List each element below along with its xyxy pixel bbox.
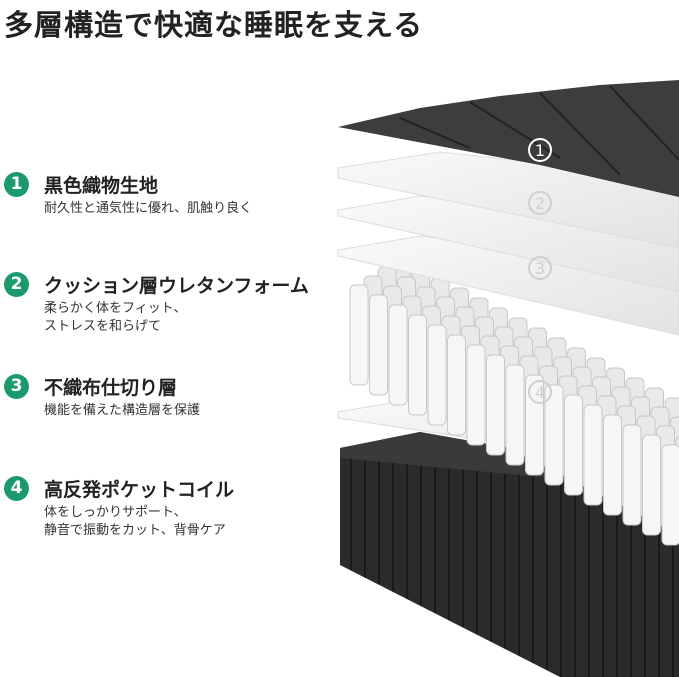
coil — [603, 414, 622, 516]
coil — [369, 294, 388, 396]
feature-title: クッション層ウレタンフォーム — [44, 275, 309, 297]
feature-title: 黒色織物生地 — [44, 175, 159, 197]
feature-title: 不織布仕切り層 — [44, 377, 178, 399]
coil — [564, 394, 583, 496]
feature-description: 機能を備えた構造層を保護 — [44, 403, 201, 418]
svg-text:1: 1 — [535, 141, 545, 160]
number-badge-2: 2 — [4, 272, 29, 297]
coil — [661, 444, 679, 546]
svg-text:4: 4 — [535, 383, 545, 402]
coil — [486, 354, 505, 456]
feature-description: 柔らかく体をフィット、 ストレスを和らげて — [44, 301, 187, 334]
fabric-top-layer — [338, 80, 679, 197]
coil — [583, 404, 603, 506]
svg-text:3: 3 — [535, 259, 545, 278]
coil — [642, 434, 661, 536]
feature-title: 高反発ポケットコイル — [44, 479, 235, 501]
coil — [447, 334, 466, 436]
number-badge-1: 1 — [4, 172, 29, 197]
layer-marker-3: 3 — [528, 256, 552, 280]
layer-marker-4: 4 — [528, 380, 552, 404]
coil — [544, 384, 564, 486]
coil — [622, 424, 642, 526]
coil — [408, 314, 427, 416]
number-badge-3: 3 — [4, 374, 29, 399]
coil — [427, 324, 447, 426]
coil — [466, 344, 486, 446]
feature-description: 体をしっかりサポート、 静音で振動をカット、背骨ケア — [44, 505, 226, 538]
coil — [525, 374, 544, 476]
page-title: 多層構造で快適な睡眠を支える — [4, 8, 424, 42]
pocket-coils — [349, 257, 679, 546]
coil — [388, 304, 408, 406]
coil — [349, 284, 369, 386]
feature-description: 耐久性と通気性に優れ、肌触り良く — [44, 201, 253, 216]
layer-marker-1: 1 — [528, 138, 552, 162]
svg-text:2: 2 — [535, 194, 545, 213]
coil — [505, 364, 525, 466]
number-badge-4: 4 — [4, 476, 29, 501]
layer-marker-2: 2 — [528, 191, 552, 215]
